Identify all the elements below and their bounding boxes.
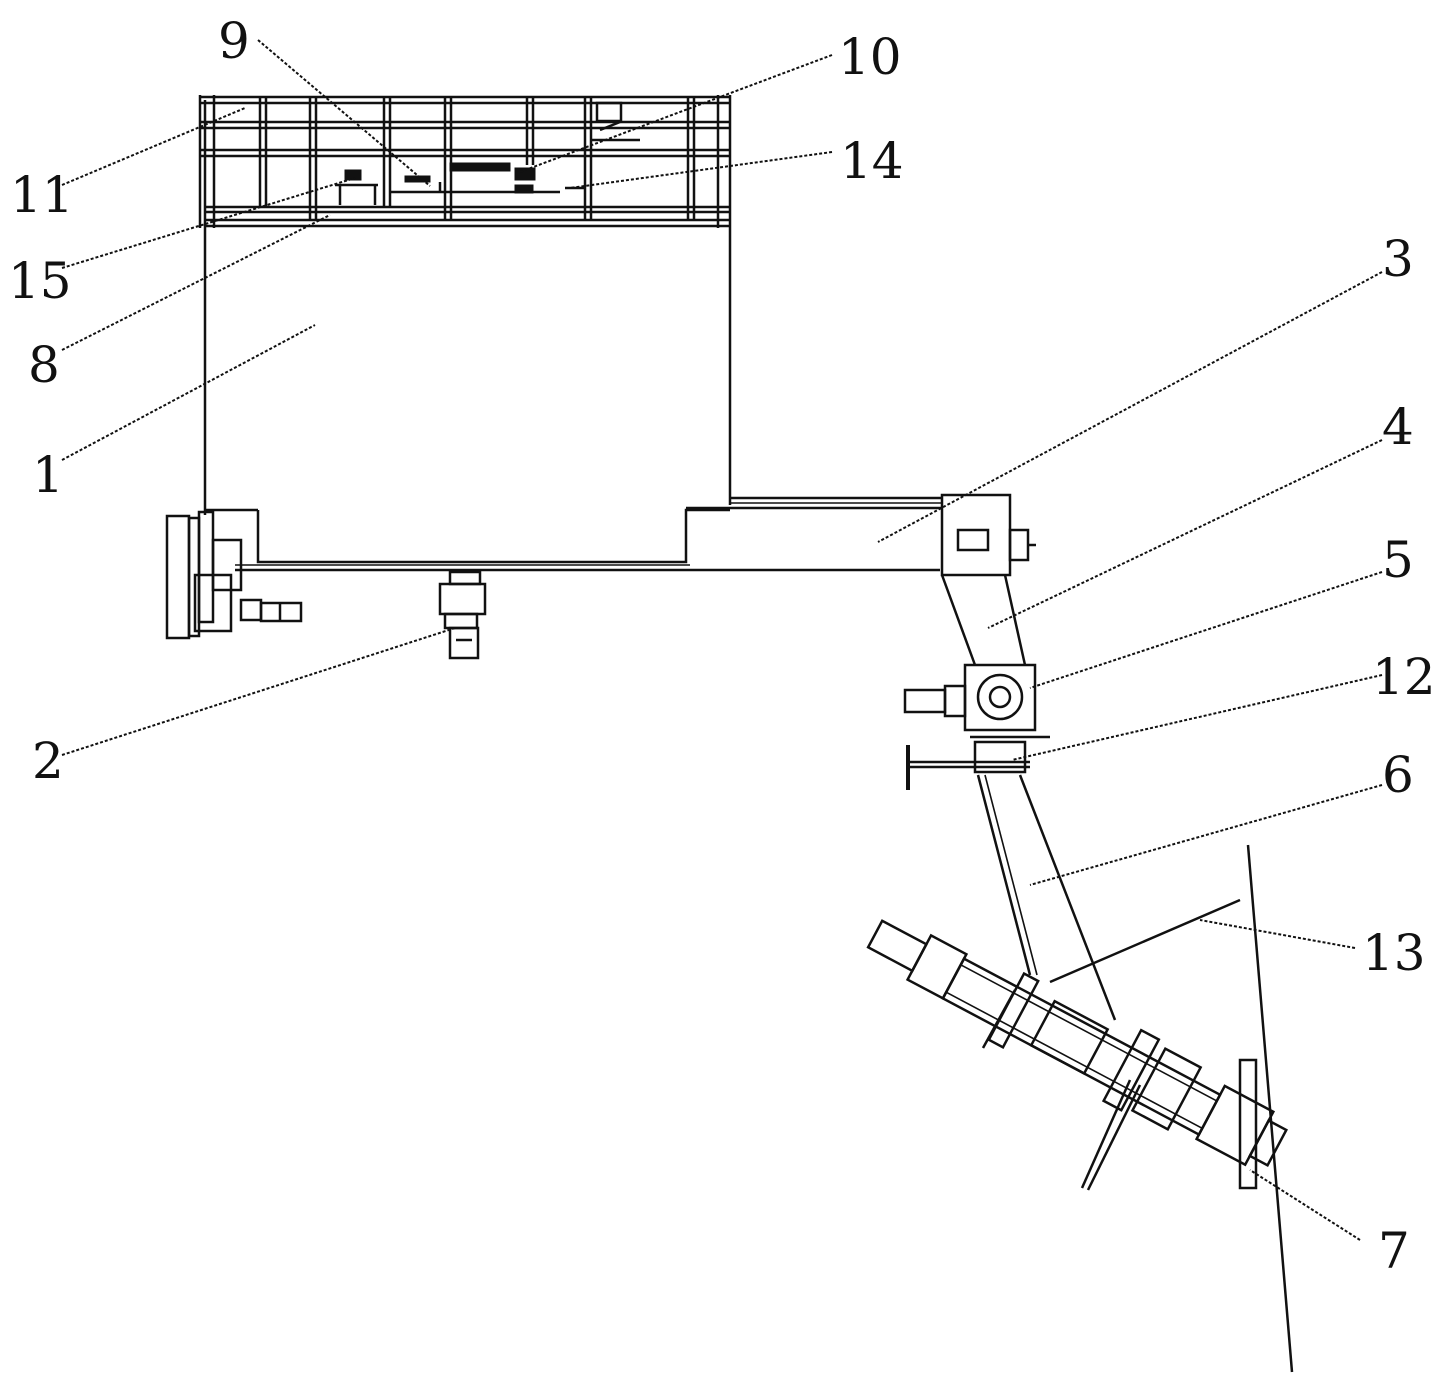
label-7: 7 xyxy=(1378,1222,1410,1280)
label-2: 2 xyxy=(32,732,64,790)
tool-head xyxy=(866,919,1288,1167)
link-arm xyxy=(940,574,1027,666)
reference-labels: 9 10 11 14 15 8 1 2 3 4 5 12 6 13 7 xyxy=(8,12,1436,1280)
label-8: 8 xyxy=(28,336,60,394)
blades xyxy=(981,989,1142,1191)
label-1: 1 xyxy=(32,446,64,504)
label-3: 3 xyxy=(1382,230,1414,288)
label-14: 14 xyxy=(840,132,904,190)
leader-lines xyxy=(61,39,1383,1241)
bottom-drive xyxy=(438,570,487,660)
label-11: 11 xyxy=(10,166,74,224)
label-13: 13 xyxy=(1362,924,1426,982)
rotary-joint xyxy=(903,663,1037,732)
boom xyxy=(976,774,1117,1021)
label-6: 6 xyxy=(1382,746,1414,804)
main-body xyxy=(203,95,940,572)
left-drive-unit xyxy=(165,510,303,640)
label-9: 9 xyxy=(218,12,250,70)
label-4: 4 xyxy=(1382,398,1414,456)
deck-equipment xyxy=(335,101,640,205)
top-railing xyxy=(198,95,730,228)
label-5: 5 xyxy=(1382,531,1414,589)
label-15: 15 xyxy=(8,252,72,310)
label-10: 10 xyxy=(838,28,902,86)
railing-posts xyxy=(198,95,720,228)
label-12: 12 xyxy=(1372,648,1436,706)
upper-arm xyxy=(686,493,1036,577)
wall-surface xyxy=(1049,844,1294,1373)
